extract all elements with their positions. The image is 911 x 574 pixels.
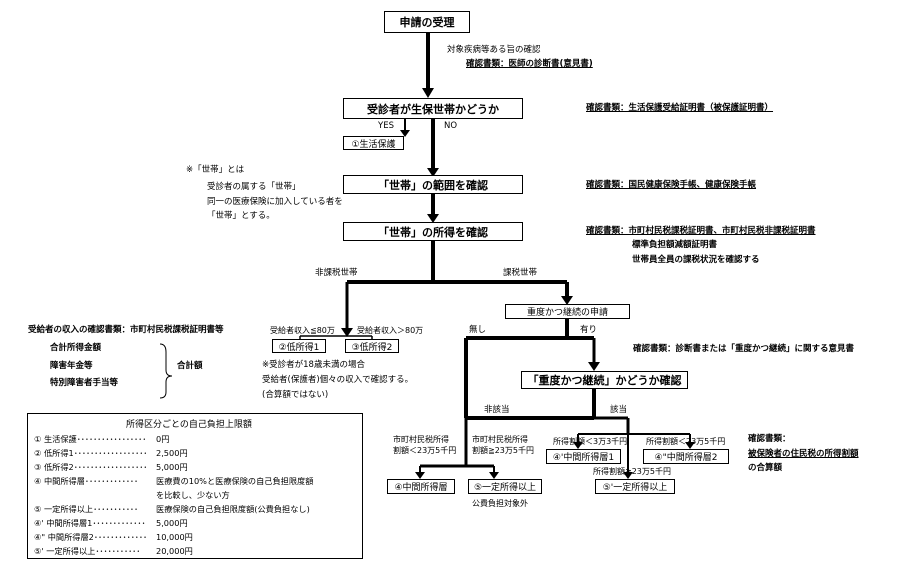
arrowhead — [685, 442, 695, 449]
label-tax-lt235-b: 所得割額＜23万5千円 — [646, 437, 726, 446]
legend-row-value: 5,000円 — [156, 518, 188, 528]
label-income-doc: 受給者の収入の確認書類：市町村民税課税証明書等 — [28, 325, 224, 335]
label-disease-check: 対象疾病等ある旨の確認 — [447, 45, 541, 55]
legend-row-value: 5,000円 — [156, 462, 188, 472]
label-minor-note-2: 受給者(保護者)個々の収入で確認する。 — [262, 375, 414, 385]
legend-row-value: を比較し、少ない方 — [156, 490, 230, 500]
box-household-range: 「世帯」の範囲を確認 — [343, 175, 523, 194]
legend-row-value: 20,000円 — [156, 546, 193, 556]
arrowhead — [573, 442, 583, 449]
legend-row-value: 10,000円 — [156, 532, 193, 542]
label-doc-final-3: の合算額 — [748, 463, 783, 473]
arrowhead — [489, 472, 499, 479]
label-doc-tax-line2: 標準負担額減額証明書 — [632, 240, 718, 250]
legend-row-label: ② 低所得1･･････････････････ — [34, 448, 148, 458]
box-welfare-check: 受診者が生保世帯かどうか — [343, 98, 523, 119]
label-tax-ge235-1: 市町村民税所得 — [472, 435, 528, 444]
label-applicable: 該当 — [610, 405, 628, 415]
legend-row-value: 0円 — [156, 434, 170, 444]
label-no: NO — [444, 121, 458, 131]
box-cat-fixed-b: ⑤'一定所得以上 — [595, 479, 675, 494]
box-household-income: 「世帯」の所得を確認 — [343, 222, 523, 241]
legend-row-value: 2,500円 — [156, 448, 188, 458]
label-income-total: 合計額 — [177, 361, 203, 371]
legend-row-value: 医療保険の自己負担限度額(公費負担なし) — [156, 504, 310, 514]
label-household-note-3: 同一の医療保険に加入している者を — [207, 197, 343, 207]
legend-row-value: 医療費の10%と医療保険の自己負担限度額 — [156, 476, 314, 486]
label-doc-final-1: 確認書類： — [748, 434, 791, 444]
legend-row-label: ④ 中間所得層･････････････ — [34, 476, 139, 486]
label-income-gt80: 受給者収入＞80万 — [357, 326, 424, 335]
box-application: 申請の受理 — [384, 11, 470, 33]
label-not-applicable: 非該当 — [484, 405, 510, 415]
arrowhead — [415, 472, 425, 479]
label-doc-tax-line3: 世帯員全員の課税状況を確認する — [632, 255, 760, 265]
label-income-item1: 合計所得金額 — [50, 343, 102, 353]
arrowhead — [427, 168, 439, 177]
arrowhead — [588, 362, 600, 371]
legend-row-label: ③ 低所得2･･････････････････ — [34, 462, 148, 472]
label-income-item2: 障害年金等 — [50, 361, 93, 371]
label-non-taxed: 非課税世帯 — [315, 268, 358, 278]
label-doc-severe: 確認書類：診断書または「重度かつ継続」に関する意見書 — [633, 344, 855, 354]
arrowhead — [341, 328, 353, 337]
label-minor-note-1: ※受診者が18歳未満の場合 — [262, 360, 365, 370]
label-doc-final-2: 被保険者の住民税の所得割額 — [748, 449, 859, 459]
box-severe-check: 「重度かつ継続」かどうか確認 — [521, 371, 688, 389]
legend-row-label: ⑤' 一定所得以上･･･････････ — [34, 546, 141, 556]
legend-row-label: ④' 中間所得層1･････････････ — [34, 518, 146, 528]
income-items-bracket — [159, 343, 173, 399]
label-doc-insurance: 確認書類：国民健康保険手帳、健康保険手帳 — [586, 180, 757, 190]
arrowhead — [427, 214, 439, 223]
arrowhead — [623, 472, 633, 479]
label-tax-ge235-b: 所得割額≧23万5千円 — [593, 467, 671, 476]
label-household-note-2: 受診者の属する「世帯」 — [207, 182, 301, 192]
box-cat-low1: ②低所得1 — [272, 339, 326, 353]
box-cat-low2: ③低所得2 — [345, 339, 399, 353]
label-minor-note-3: (合算額ではない) — [262, 390, 329, 400]
label-doc-diagnosis: 確認書類：医師の診断書(意見書) — [466, 59, 593, 69]
box-cat-mid1: ④'中間所得層1 — [546, 449, 621, 464]
box-cat-fixed-a: ⑤一定所得以上 — [468, 479, 542, 494]
legend-row-label: ⑤ 一定所得以上･･･････････ — [34, 504, 139, 514]
label-public-excluded: 公費負担対象外 — [472, 499, 528, 508]
label-doc-welfare: 確認書類：生活保護受給証明書（被保護証明書） — [586, 103, 774, 113]
legend-row-label: ④" 中間所得層2･････････････ — [34, 532, 148, 542]
box-cat-mid-a: ④中間所得層 — [387, 479, 455, 494]
box-cat-welfare: ①生活保護 — [343, 136, 404, 150]
label-tax-ge235-2: 割額≧23万5千円 — [472, 446, 534, 455]
arrowhead — [561, 296, 573, 305]
arrowhead — [422, 88, 434, 98]
label-doc-tax-line1: 確認書類：市町村民税課税証明書、市町村民税非課税証明書 — [586, 226, 816, 236]
arrowhead — [400, 130, 410, 137]
label-without: 無し — [469, 325, 487, 335]
label-taxed: 課税世帯 — [503, 268, 538, 278]
label-income-item3: 特別障害者手当等 — [50, 378, 119, 388]
label-household-note-4: 「世帯」とする。 — [207, 211, 275, 221]
label-with: 有り — [580, 325, 598, 335]
label-tax-lt33: 所得割額＜3万3千円 — [553, 437, 628, 446]
box-cat-mid2: ④"中間所得層2 — [643, 449, 729, 464]
label-tax-lt235-1: 市町村民税所得 — [393, 435, 449, 444]
label-income-le80: 受給者収入≦80万 — [270, 326, 335, 335]
legend-title: 所得区分ごとの自己負担上限額 — [126, 420, 252, 430]
legend-row-label: ① 生活保護･････････････････ — [34, 434, 147, 444]
label-yes: YES — [378, 121, 394, 131]
legend-box: 所得区分ごとの自己負担上限額 ① 生活保護･････････････････ 0… — [27, 413, 363, 559]
label-tax-lt235-2: 割額＜23万5千円 — [393, 446, 457, 455]
box-severe-application: 重度かつ継続の申請 — [505, 304, 630, 319]
label-household-note-1: ※「世帯」とは — [186, 165, 245, 175]
